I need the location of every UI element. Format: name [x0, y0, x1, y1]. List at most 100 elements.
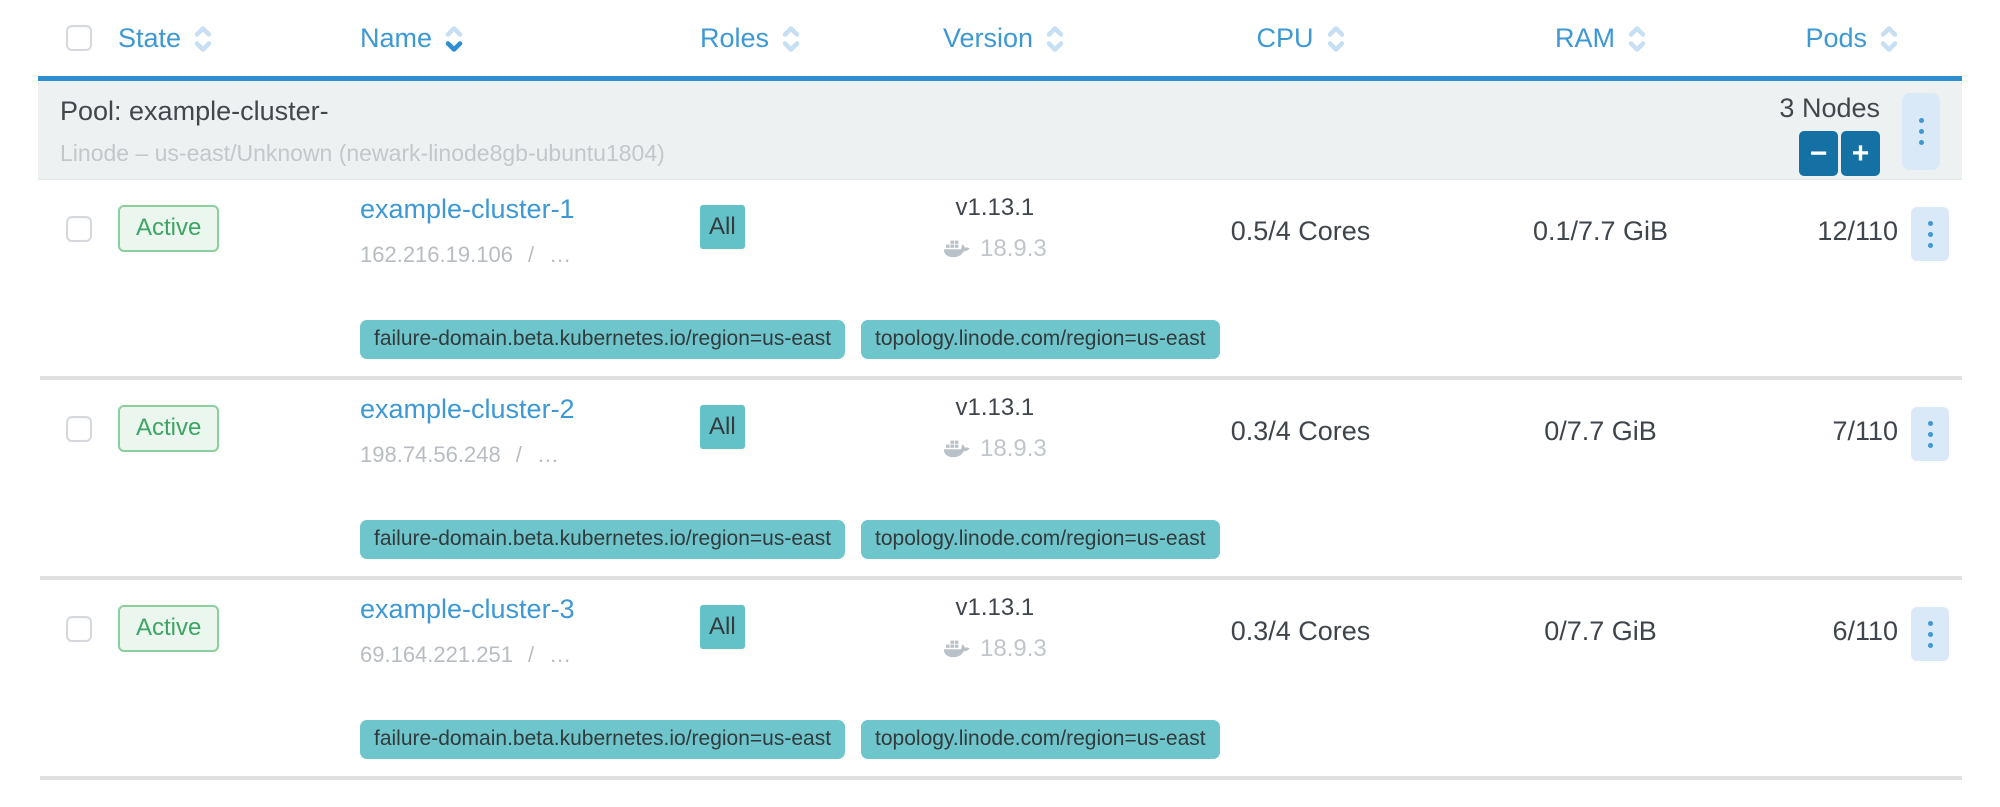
address-ellipsis: …: [549, 642, 572, 667]
kubernetes-version: v1.13.1: [955, 394, 1035, 421]
ram-usage: 0.1/7.7 GiB: [1532, 216, 1669, 246]
column-label-ram: RAM: [1555, 22, 1615, 53]
docker-icon: [943, 240, 970, 258]
row-menu-button[interactable]: [1911, 207, 1949, 261]
node-ip: 198.74.56.248: [360, 442, 501, 467]
sort-icon: [194, 24, 212, 52]
row-checkbox[interactable]: [66, 216, 92, 242]
kebab-dot: [1927, 620, 1933, 626]
row-separator: [40, 376, 1962, 380]
kebab-dot: [1927, 242, 1933, 248]
column-header-state[interactable]: State: [118, 23, 360, 54]
kebab-dot: [1918, 129, 1924, 134]
node-address: 198.74.56.248 / …: [360, 442, 700, 468]
address-separator: /: [527, 242, 535, 267]
status-badge: Active: [118, 605, 220, 652]
column-label-pods: Pods: [1805, 22, 1867, 53]
node-ip: 69.164.221.251: [360, 642, 513, 667]
column-header-roles[interactable]: Roles: [700, 23, 943, 54]
column-header-ram[interactable]: RAM: [1448, 23, 1753, 54]
kebab-dot: [1927, 231, 1933, 237]
node-address: 69.164.221.251 / …: [360, 642, 700, 668]
sort-icon: [1327, 24, 1345, 52]
address-separator: /: [515, 442, 522, 467]
row-separator: [40, 576, 1962, 580]
kebab-dot: [1927, 420, 1933, 426]
address-separator: /: [527, 642, 535, 667]
node-pool-table: State Name Roles Version: [38, 0, 1962, 780]
scale-up-button[interactable]: +: [1841, 131, 1880, 176]
sort-icon: [1880, 24, 1898, 52]
docker-icon: [943, 640, 970, 658]
pool-group-row: Pool: example-cluster- Linode – us-east/…: [38, 76, 1962, 180]
kubernetes-label-badge: topology.linode.com/region=us-east: [861, 520, 1220, 559]
kubernetes-label-badge: failure-domain.beta.kubernetes.io/region…: [360, 520, 846, 559]
pods-usage: 6/110: [1832, 616, 1898, 646]
node-name-link[interactable]: example-cluster-1: [360, 194, 575, 224]
column-label-roles: Roles: [700, 22, 770, 53]
row-menu-button[interactable]: [1911, 407, 1949, 461]
row-checkbox[interactable]: [66, 416, 92, 442]
row-menu-button[interactable]: [1911, 607, 1949, 661]
sort-icon: [1046, 24, 1064, 52]
column-header-pods[interactable]: Pods: [1753, 23, 1898, 54]
node-name-link[interactable]: example-cluster-3: [360, 594, 575, 624]
pool-node-count: 3 Nodes: [1779, 93, 1880, 123]
kebab-dot: [1927, 431, 1933, 437]
kebab-dot: [1918, 140, 1924, 145]
kubernetes-label-badge: failure-domain.beta.kubernetes.io/region…: [360, 320, 846, 359]
kubernetes-label-badge: failure-domain.beta.kubernetes.io/region…: [360, 720, 846, 759]
cpu-usage: 0.3/4 Cores: [1230, 416, 1371, 446]
pool-menu-button[interactable]: [1902, 93, 1940, 170]
kebab-dot: [1918, 118, 1924, 123]
pods-usage: 7/110: [1832, 416, 1898, 446]
kebab-dot: [1927, 631, 1933, 637]
node-name-link[interactable]: example-cluster-2: [360, 394, 575, 424]
kebab-dot: [1927, 442, 1933, 448]
docker-icon: [943, 440, 970, 458]
status-badge: Active: [118, 405, 220, 452]
column-header-name[interactable]: Name: [360, 23, 700, 54]
column-label-state: State: [118, 22, 182, 53]
node-labels: failure-domain.beta.kubernetes.io/region…: [360, 720, 1962, 759]
address-ellipsis: …: [549, 242, 572, 267]
sort-icon: [1628, 24, 1646, 52]
column-header-cpu[interactable]: CPU: [1153, 23, 1448, 54]
role-badge: All: [700, 405, 745, 449]
column-label-name: Name: [360, 22, 433, 53]
node-labels: failure-domain.beta.kubernetes.io/region…: [360, 520, 1962, 559]
scale-down-button[interactable]: −: [1799, 131, 1838, 176]
docker-version: 18.9.3: [980, 235, 1047, 262]
table-header: State Name Roles Version: [38, 0, 1962, 76]
kubernetes-label-badge: topology.linode.com/region=us-east: [861, 320, 1220, 359]
ram-usage: 0/7.7 GiB: [1544, 416, 1657, 446]
table-row: Active example-cluster-2 198.74.56.248 /…: [38, 380, 1962, 576]
docker-version: 18.9.3: [980, 635, 1047, 662]
node-ip: 162.216.19.106: [360, 242, 513, 267]
kubernetes-label-badge: topology.linode.com/region=us-east: [861, 720, 1220, 759]
pods-usage: 12/110: [1817, 216, 1898, 246]
ram-usage: 0/7.7 GiB: [1544, 616, 1657, 646]
column-label-cpu: CPU: [1256, 22, 1314, 53]
node-rows: Active example-cluster-1 162.216.19.106 …: [38, 180, 1962, 780]
sort-icon: [782, 24, 800, 52]
column-header-version[interactable]: Version: [943, 23, 1153, 54]
role-badge: All: [700, 605, 745, 649]
pool-title: Pool: example-cluster-: [60, 96, 329, 126]
cpu-usage: 0.3/4 Cores: [1230, 616, 1371, 646]
kubernetes-version: v1.13.1: [955, 194, 1035, 221]
role-badge: All: [700, 205, 745, 249]
column-label-version: Version: [943, 22, 1034, 53]
row-checkbox[interactable]: [66, 616, 92, 642]
status-badge: Active: [118, 205, 220, 252]
sort-icon-active-desc: [445, 24, 463, 52]
kubernetes-version: v1.13.1: [955, 594, 1035, 621]
row-separator: [40, 776, 1962, 780]
kebab-dot: [1927, 220, 1933, 226]
table-row: Active example-cluster-3 69.164.221.251 …: [38, 580, 1962, 776]
node-labels: failure-domain.beta.kubernetes.io/region…: [360, 320, 1962, 359]
pool-subtitle: Linode – us-east/Unknown (newark-linode8…: [60, 140, 665, 166]
table-row: Active example-cluster-1 162.216.19.106 …: [38, 180, 1962, 376]
docker-version: 18.9.3: [980, 435, 1047, 462]
select-all-checkbox[interactable]: [66, 25, 92, 51]
